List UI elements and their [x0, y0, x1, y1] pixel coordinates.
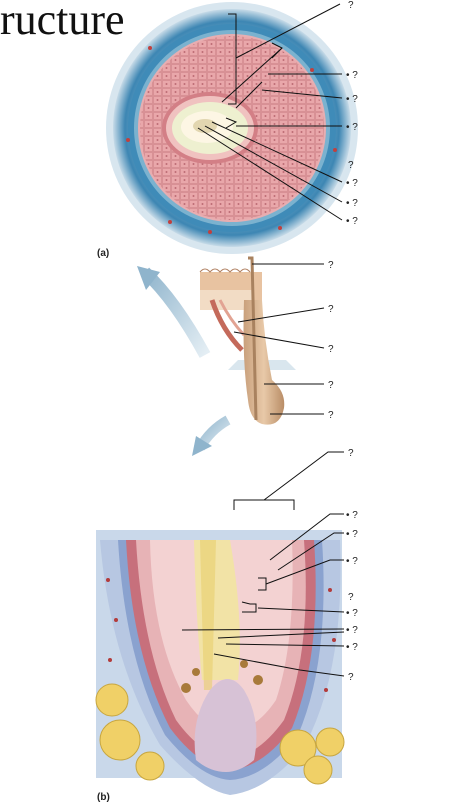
labels-middle: ? ? ? ? ?	[328, 260, 334, 421]
labels-a: ? • ? • ? • ? ? • ? • ? • ?	[346, 0, 358, 227]
label-b-5: ?	[348, 592, 354, 603]
figure-title: ructure	[0, 0, 125, 44]
label-a-1: ?	[348, 0, 354, 11]
label-a-2: • ?	[346, 70, 358, 81]
label-a-6: • ?	[346, 178, 358, 189]
label-a-8: • ?	[346, 216, 358, 227]
label-a-3: • ?	[346, 94, 358, 105]
label-m-5: ?	[328, 410, 334, 421]
leaders-middle	[233, 263, 325, 415]
label-b-2: • ?	[346, 510, 358, 521]
panel-label-a: (a)	[97, 248, 110, 259]
label-b-9: ?	[348, 672, 354, 683]
labels-b: ? • ? • ? • ? ? • ? • ? • ? ?	[346, 448, 358, 683]
longitudinal-section-b	[95, 530, 345, 795]
label-m-3: ?	[328, 344, 334, 355]
cross-section-a	[106, 2, 358, 254]
label-b-7: • ?	[346, 625, 358, 636]
leaders-a	[197, 3, 343, 221]
label-a-7: • ?	[346, 198, 358, 209]
label-b-4: • ?	[346, 556, 358, 567]
panel-label-b: (b)	[97, 792, 110, 803]
label-b-3: • ?	[346, 529, 358, 540]
hair-overview	[137, 256, 296, 456]
label-m-1: ?	[328, 260, 334, 271]
label-a-5: ?	[348, 160, 354, 171]
label-a-4: • ?	[346, 122, 358, 133]
label-m-4: ?	[328, 380, 334, 391]
label-b-8: • ?	[346, 642, 358, 653]
label-b-6: • ?	[346, 608, 358, 619]
leaders-b	[181, 451, 345, 677]
label-m-2: ?	[328, 304, 334, 315]
label-b-1: ?	[348, 448, 354, 459]
